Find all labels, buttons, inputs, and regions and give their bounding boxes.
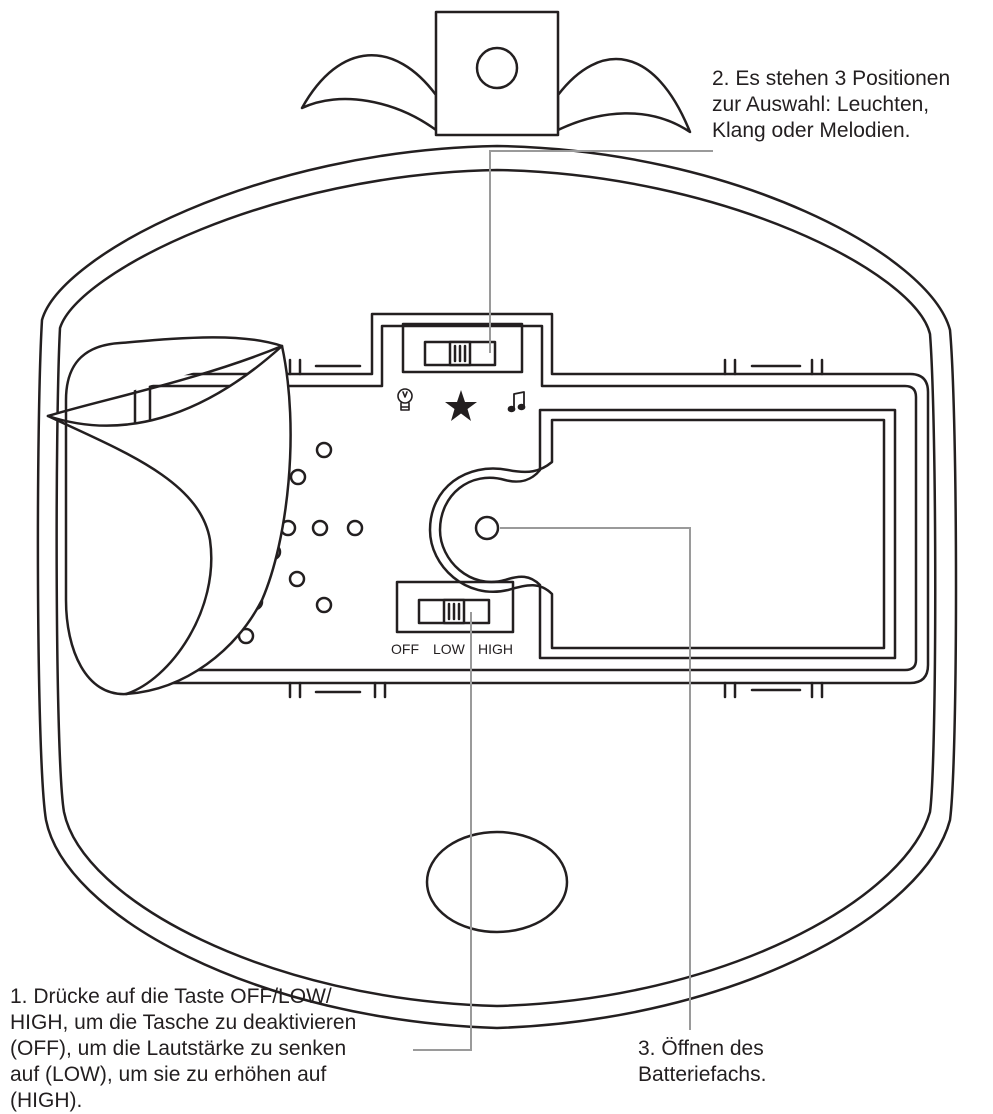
battery-compartment-inner xyxy=(428,418,886,650)
strap-wing-left xyxy=(300,54,438,132)
leader-line-volume xyxy=(413,612,472,1051)
bag-inner-outline xyxy=(55,168,937,1008)
callout-battery: 3. Öffnen des Batteriefachs. xyxy=(638,1036,766,1088)
folded-flap-crease xyxy=(46,344,284,418)
callout-volume-switch: 1. Drücke auf die Taste OFF/LOW/ HIGH, u… xyxy=(10,984,356,1114)
callout-line: (OFF), um die Lautstärke zu senken xyxy=(10,1037,347,1060)
callout-line: Batteriefachs. xyxy=(638,1063,767,1086)
leader-line-mode xyxy=(489,150,713,353)
bulb-icon xyxy=(397,388,413,411)
volume-switch-frame xyxy=(395,580,515,634)
callout-line: (HIGH). xyxy=(10,1089,83,1112)
callout-line: 1. Drücke auf die Taste OFF/LOW/ xyxy=(10,985,332,1008)
leader-line-battery xyxy=(500,527,691,1030)
music-note-icon xyxy=(507,391,526,413)
module-body xyxy=(133,312,930,685)
mode-switch-frame xyxy=(401,322,524,374)
strap-hole xyxy=(475,46,519,90)
volume-label-low: LOW xyxy=(433,641,466,657)
strap-wing-right xyxy=(556,57,692,134)
callout-line: auf (LOW), um sie zu erhöhen auf xyxy=(10,1063,327,1086)
volume-label-off: OFF xyxy=(391,641,419,657)
module-inner xyxy=(148,324,918,672)
callout-line: HIGH, um die Tasche zu deaktivieren xyxy=(10,1011,357,1034)
callout-line: Klang oder Melodien. xyxy=(712,119,911,142)
battery-screw[interactable] xyxy=(474,515,500,541)
folded-flap-edge xyxy=(46,414,213,696)
callout-mode-switch: 2. Es stehen 3 Positionen zur Auswahl: L… xyxy=(712,66,950,144)
folded-flap xyxy=(46,336,292,696)
volume-label-high: HIGH xyxy=(478,641,513,657)
callout-line: 3. Öffnen des xyxy=(638,1037,764,1060)
star-icon xyxy=(445,390,477,421)
callout-line: zur Auswahl: Leuchten, xyxy=(712,93,930,116)
battery-compartment[interactable] xyxy=(438,408,897,660)
bottom-window xyxy=(425,830,569,934)
mounting-pins xyxy=(288,358,824,699)
callout-line: 2. Es stehen 3 Positionen xyxy=(712,67,951,90)
